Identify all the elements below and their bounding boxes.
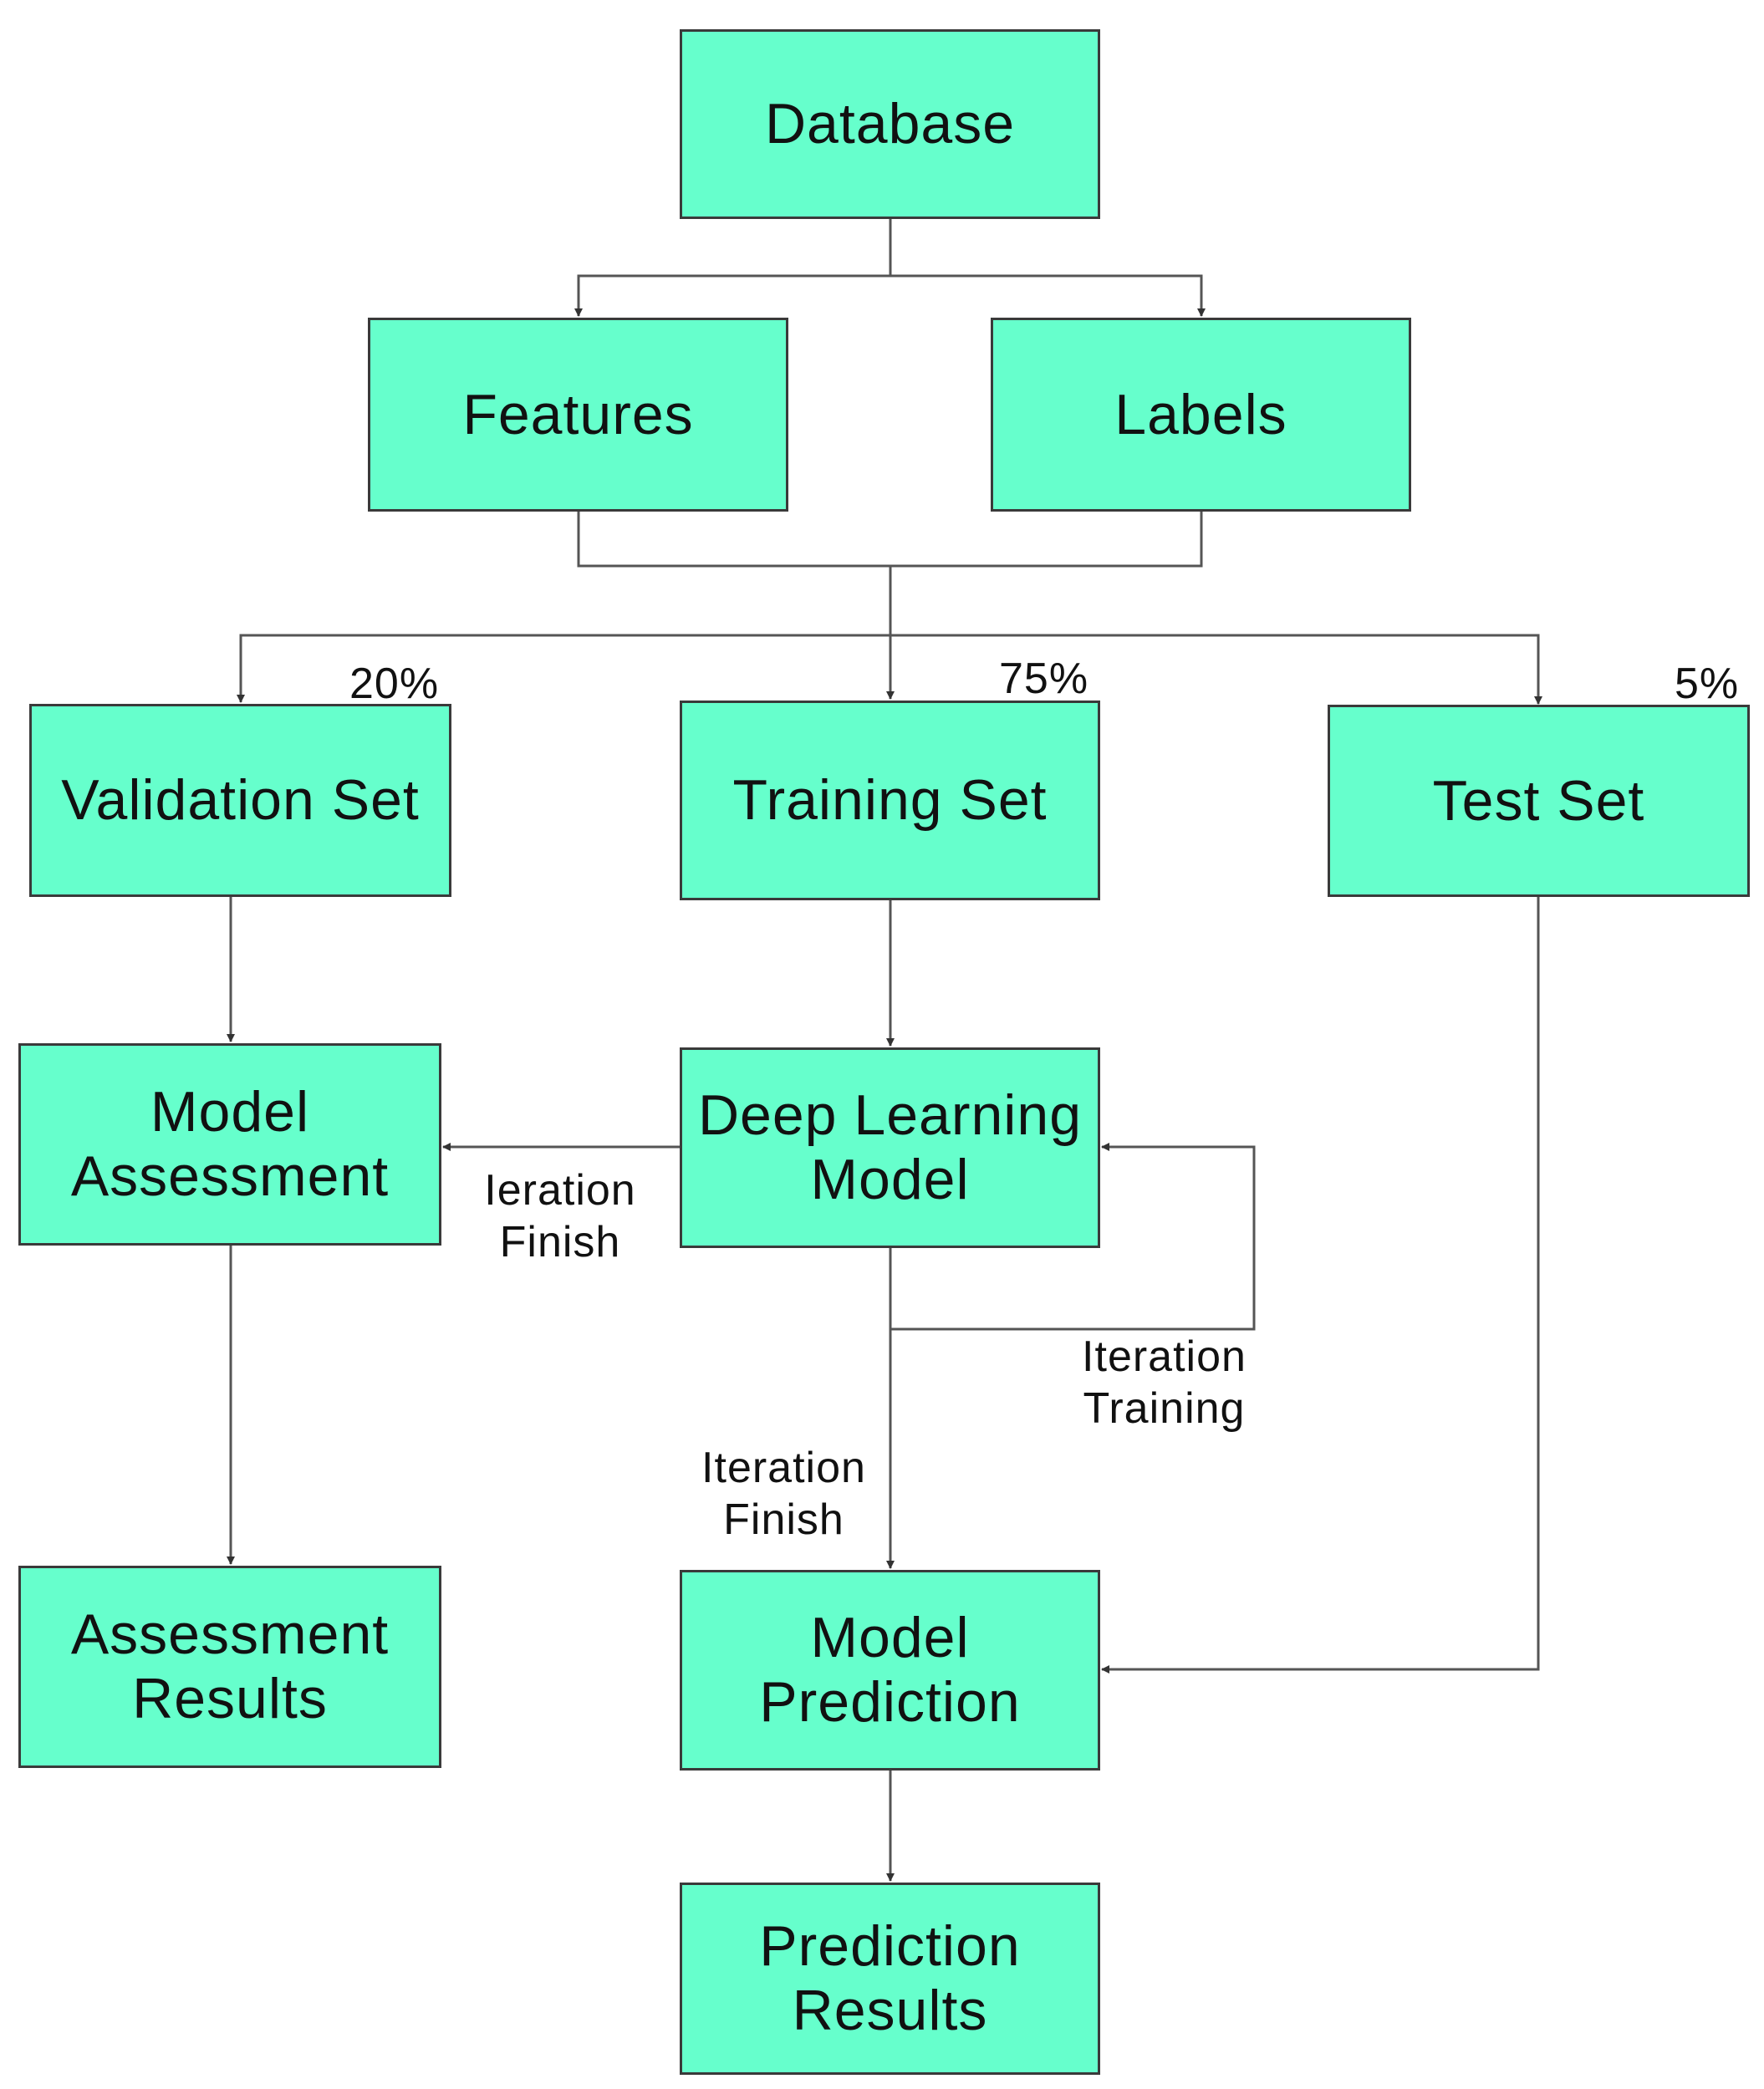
model-prediction-label: Model Prediction [759,1606,1021,1734]
assessment-results-box: Assessment Results [18,1566,441,1768]
assessment-results-label: Assessment Results [70,1602,390,1730]
iteration-finish-assessment-label: Ieration Finish [484,1166,636,1267]
iteration-training-label: Iteration Training [1082,1332,1247,1434]
training-set-label: Training Set [732,768,1048,833]
deep-learning-model-box: Deep Learning Model [680,1047,1100,1248]
prediction-results-label: Prediction Results [759,1914,1021,2042]
database-label: Database [764,92,1016,156]
test-set-label: Test Set [1432,768,1645,833]
iteration-finish-prediction-label: Iteration Finish [701,1444,866,1545]
features-label: Features [462,382,694,446]
validation-set-box: Validation Set [29,704,451,897]
edge-training-loop [890,1143,1256,1331]
validation-percentage: 20% [349,660,440,708]
prediction-results-box: Prediction Results [680,1883,1100,2075]
test-percentage: 5% [1675,660,1740,708]
features-box: Features [368,318,788,512]
edge-features-labels-merge [577,512,1203,568]
edge-database-features [574,274,890,317]
edge-test-prediction [1101,897,1540,1674]
deep-learning-model-label: Deep Learning Model [697,1083,1083,1211]
test-set-box: Test Set [1328,705,1750,897]
model-prediction-box: Model Prediction [680,1570,1100,1771]
edge-split-test [890,634,1542,705]
edge-database-labels [890,274,1206,317]
labels-label: Labels [1114,382,1287,446]
model-assessment-label: Model Assessment [70,1080,390,1208]
model-assessment-box: Model Assessment [18,1043,441,1246]
validation-set-label: Validation Set [61,768,420,833]
database-box: Database [680,29,1100,219]
edge-split-validation [237,634,890,703]
training-set-box: Training Set [680,701,1100,900]
training-percentage: 75% [999,655,1089,703]
labels-box: Labels [991,318,1411,512]
